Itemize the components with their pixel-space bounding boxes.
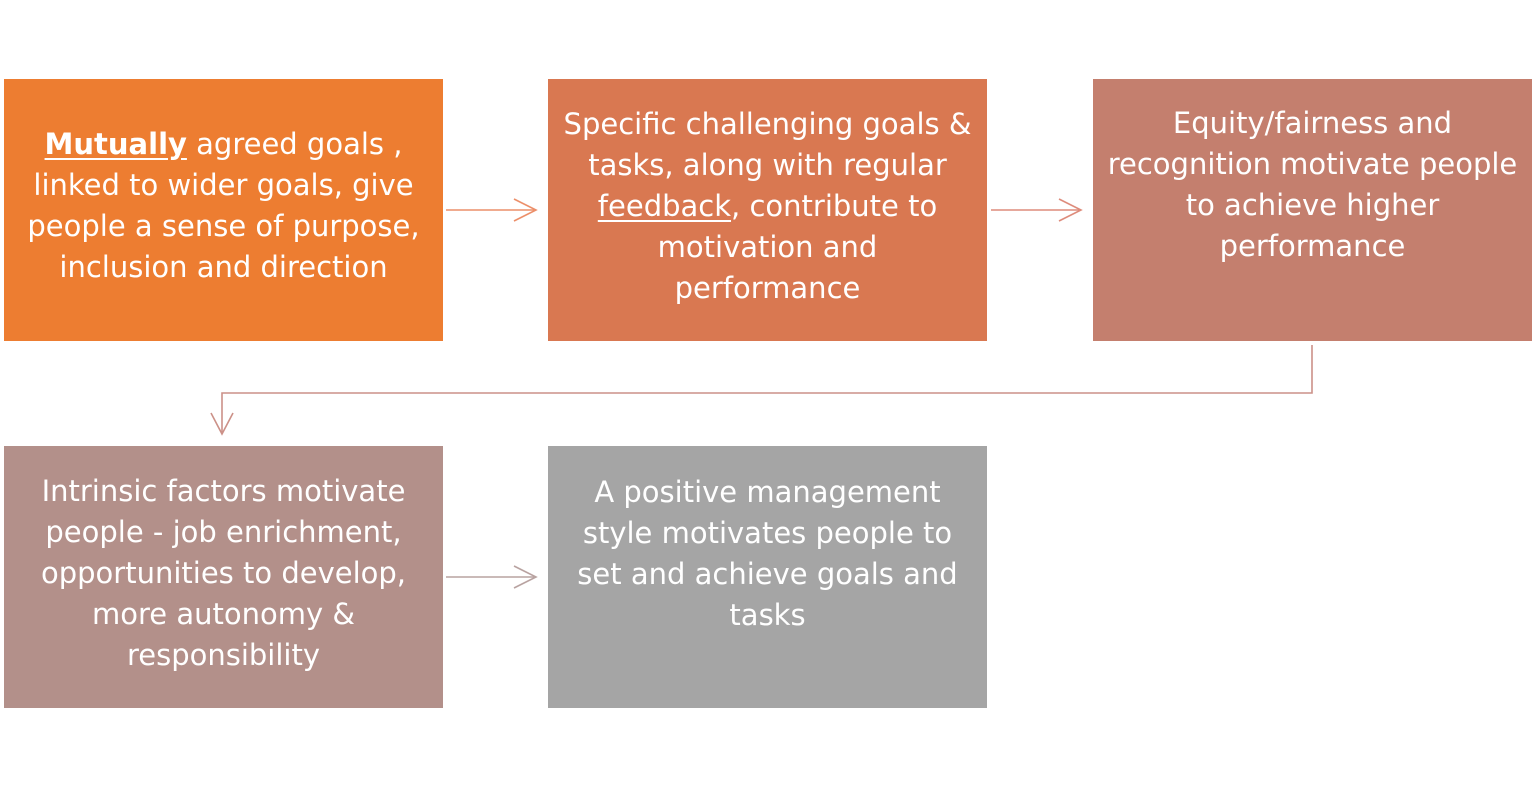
- step-box-intrinsic-factors: Intrinsic factors motivate people - job …: [4, 446, 443, 708]
- arrow-3-to-4: [210, 345, 1313, 436]
- step-box-equity-recognition: Equity/fairness and recognition motivate…: [1093, 79, 1532, 341]
- step-box-mutual-goals: Mutually agreed goals , linked to wider …: [4, 79, 443, 341]
- emphasis-feedback: feedback: [597, 188, 732, 223]
- step-text-positive-management: A positive management style motivates pe…: [577, 475, 958, 632]
- arrow-2-to-3: [991, 198, 1083, 222]
- step-box-challenging-goals: Specific challenging goals & tasks, alon…: [548, 79, 987, 341]
- step-text-intrinsic-factors: Intrinsic factors motivate people - job …: [40, 473, 407, 672]
- step-text-challenging-goals: Specific challenging goals & tasks, alon…: [563, 106, 972, 305]
- arrow-1-to-2: [446, 198, 538, 222]
- step-box-positive-management: A positive management style motivates pe…: [548, 446, 987, 708]
- emphasis-mutually: Mutually: [44, 127, 187, 161]
- step-text-equity-recognition: Equity/fairness and recognition motivate…: [1107, 106, 1518, 263]
- arrow-4-to-5: [446, 565, 538, 589]
- step-text-mutual-goals: Mutually agreed goals , linked to wider …: [27, 127, 420, 284]
